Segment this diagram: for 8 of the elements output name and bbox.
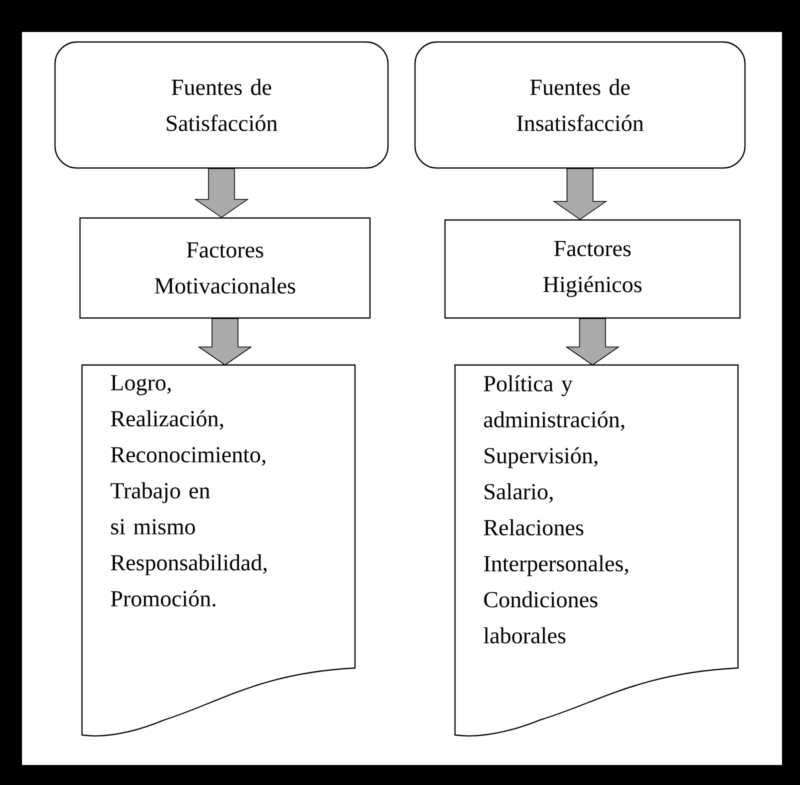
block-arrow (198, 318, 252, 366)
rounded-box: Fuentes de Insatisfacción (414, 41, 746, 169)
block-arrow (565, 318, 620, 366)
rounded-box: Fuentes de Satisfacción (54, 41, 389, 169)
process-box: Factores Motivacionales (79, 217, 371, 319)
block-arrow (194, 168, 249, 218)
process-box: Factores Higiénicos (444, 219, 741, 319)
block-arrow (552, 168, 608, 220)
